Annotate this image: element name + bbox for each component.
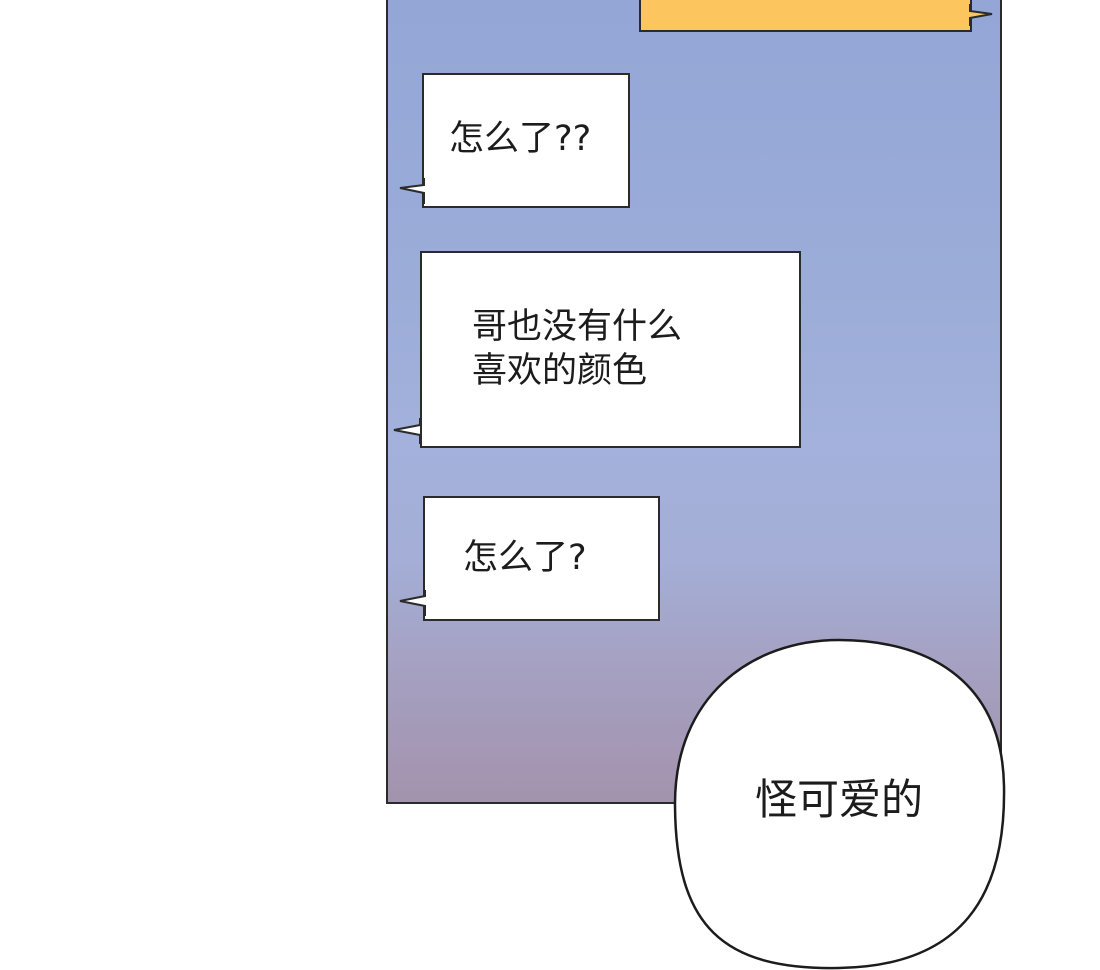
- incoming-bubble-tail: [399, 178, 425, 204]
- incoming-message-bubble: 怎么了??: [422, 73, 630, 208]
- message-text: 怎么了?: [463, 538, 587, 578]
- incoming-message-bubble: 怎么了?: [423, 496, 660, 621]
- message-text: 怎么了??: [449, 119, 592, 159]
- speech-bubble-text: 怪可爱的: [754, 775, 923, 824]
- incoming-message-bubble: 哥也没有什么 喜欢的颜色: [420, 251, 801, 448]
- outgoing-bubble-tail: [969, 4, 993, 26]
- speech-bubble: [673, 638, 1006, 970]
- message-text-line-2: 喜欢的颜色: [472, 351, 648, 391]
- incoming-bubble-tail: [393, 418, 421, 444]
- message-text-line-1: 哥也没有什么: [472, 307, 683, 347]
- outgoing-message-bubble: [639, 0, 972, 32]
- incoming-bubble-tail: [399, 590, 426, 616]
